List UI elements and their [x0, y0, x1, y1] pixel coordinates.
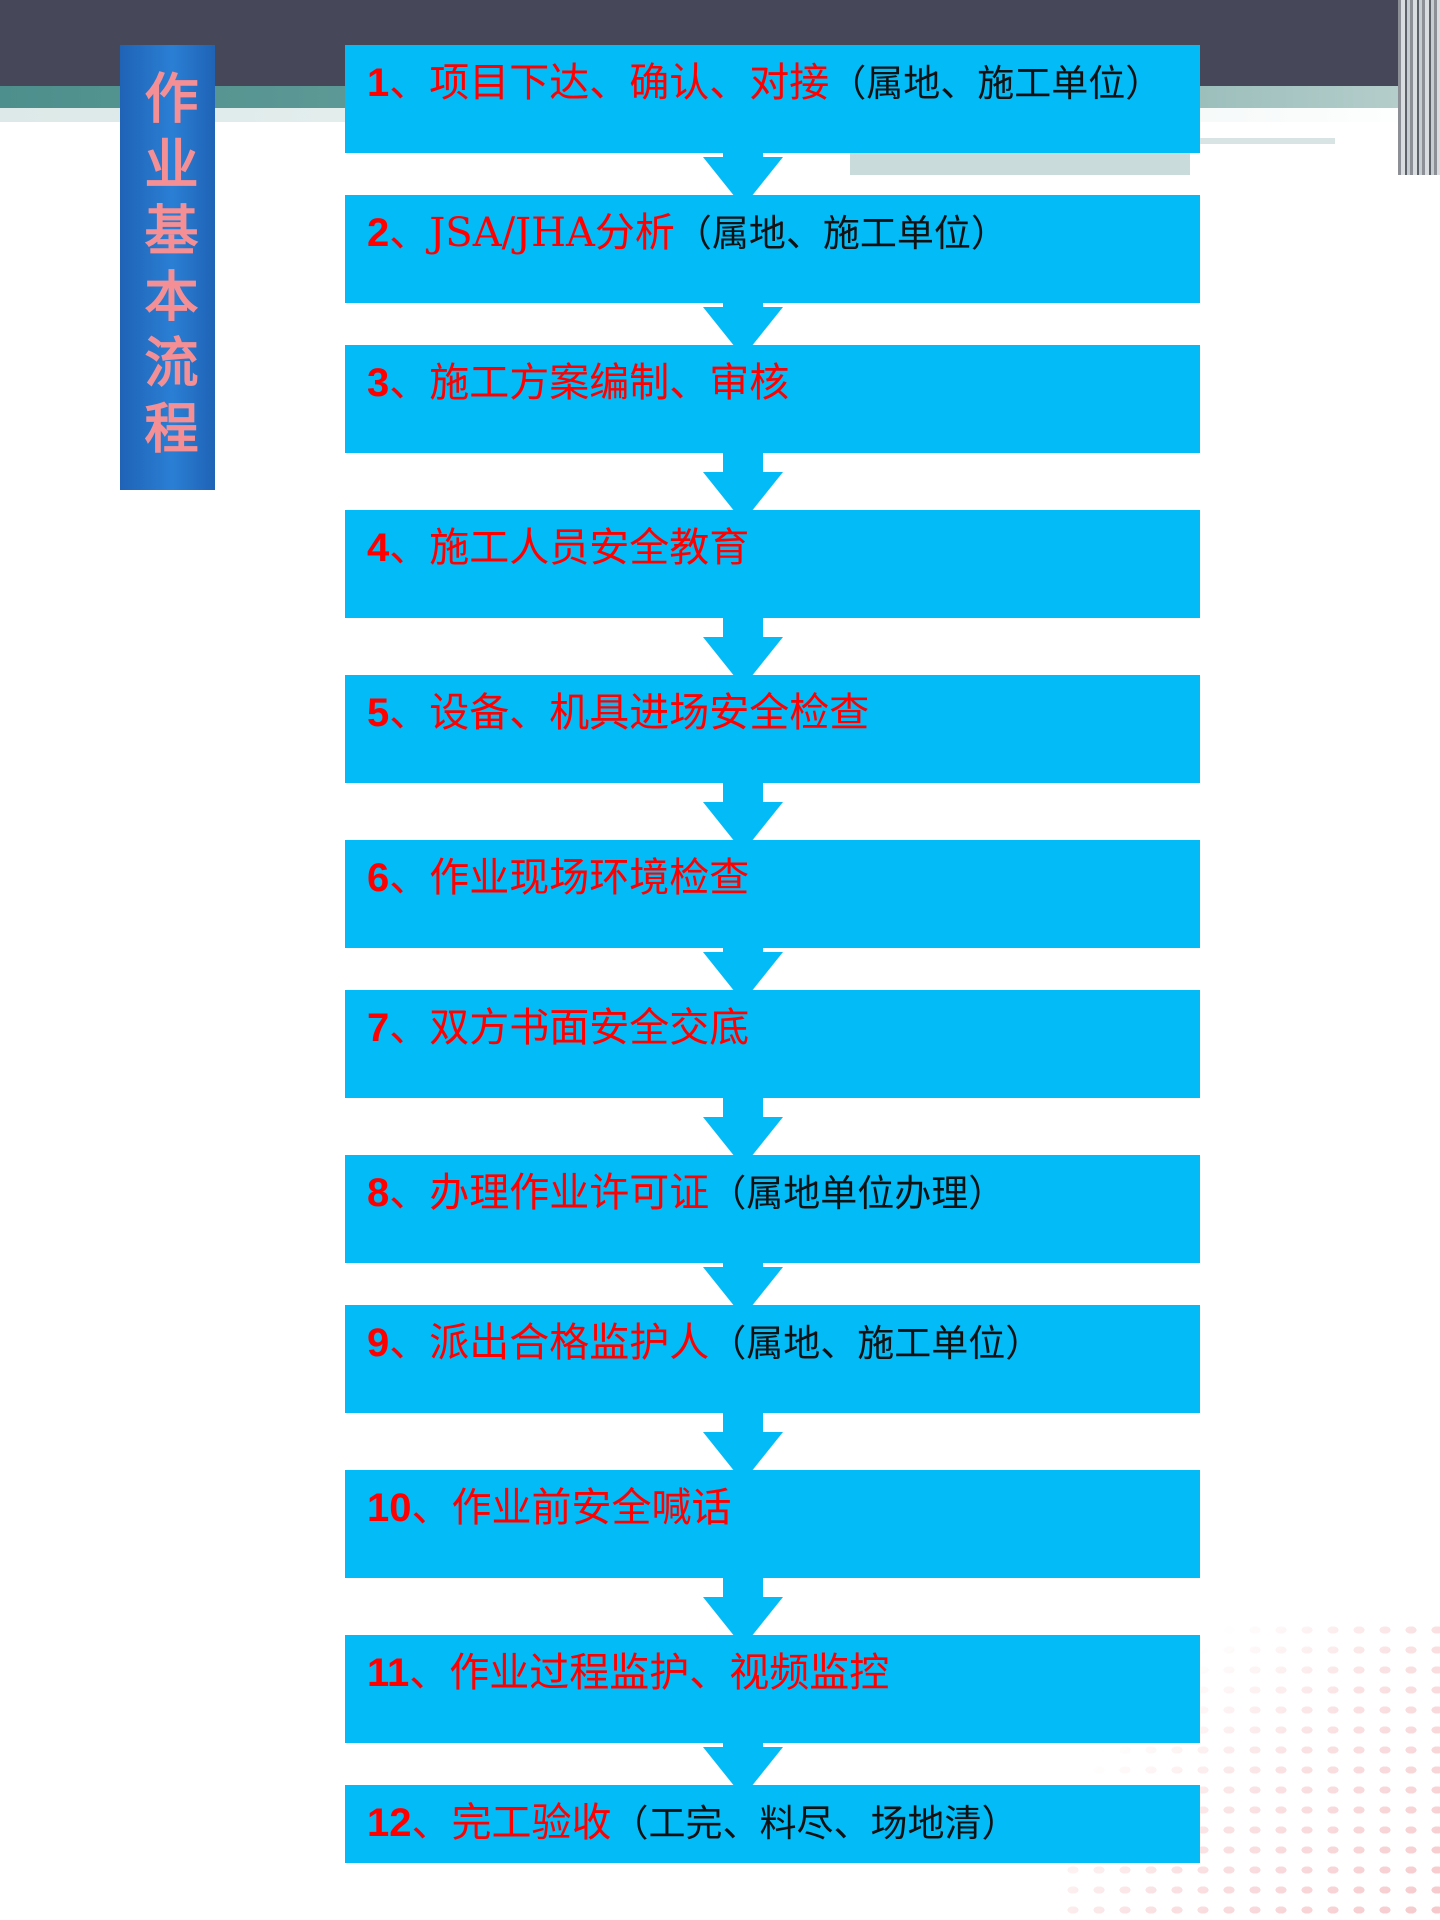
flow-step-text: 12、完工验收（工完、料尽、场地清）: [367, 1797, 1180, 1850]
step-label: 派出合格监护人: [429, 1320, 710, 1366]
step-label: 施工人员安全教育: [429, 525, 750, 571]
down-arrow-icon: [702, 946, 783, 1002]
step-note: （工完、料尽、场地清）: [611, 1802, 1019, 1845]
step-note: （属地、施工单位）: [709, 1322, 1043, 1365]
step-separator: 、: [389, 690, 430, 736]
down-arrow-icon: [702, 1576, 783, 1647]
step-number: 2: [367, 211, 390, 255]
flow-step-text: 6、作业现场环境检查: [367, 852, 1180, 904]
down-arrow-icon: [702, 1741, 783, 1797]
step-label: 施工方案编制、审核: [429, 360, 790, 406]
step-separator: 、: [411, 1800, 452, 1846]
down-arrow-icon: [702, 1096, 783, 1167]
down-arrow-icon: [702, 451, 783, 522]
flow-step-text: 5、设备、机具进场安全检查: [367, 687, 1180, 739]
step-note: （属地、施工单位）: [674, 212, 1008, 255]
step-label: 作业过程监护、视频监控: [449, 1650, 890, 1696]
flow-step-text: 1、项目下达、确认、对接（属地、施工单位）: [367, 57, 1180, 110]
step-number: 4: [367, 526, 390, 570]
flow-step-text: 9、派出合格监护人（属地、施工单位）: [367, 1317, 1180, 1370]
down-arrow-icon: [702, 1261, 783, 1317]
step-number: 3: [367, 361, 390, 405]
flow-step-2: 2、JSA/JHA分析（属地、施工单位）: [345, 195, 1200, 303]
title-box: 作业基本流程: [120, 45, 215, 490]
flow-step-11: 11、作业过程监护、视频监控: [345, 1635, 1200, 1743]
step-number: 9: [367, 1321, 390, 1365]
flow-step-text: 3、施工方案编制、审核: [367, 357, 1180, 409]
flow-step-text: 4、施工人员安全教育: [367, 522, 1180, 574]
step-label: 作业前安全喊话: [451, 1485, 732, 1531]
step-label: 办理作业许可证: [429, 1170, 710, 1216]
down-arrow-icon: [702, 616, 783, 687]
step-separator: 、: [389, 1005, 430, 1051]
step-number: 7: [367, 1006, 390, 1050]
down-arrow-icon: [702, 781, 783, 852]
page-title: 作业基本流程: [135, 69, 199, 466]
step-label: 项目下达、确认、对接: [429, 60, 830, 106]
flow-step-text: 11、作业过程监护、视频监控: [367, 1647, 1180, 1699]
flow-step-text: 8、办理作业许可证（属地单位办理）: [367, 1167, 1180, 1220]
step-number: 11: [367, 1651, 410, 1695]
step-label: 设备、机具进场安全检查: [429, 690, 870, 736]
step-note: （属地、施工单位）: [829, 62, 1163, 105]
flow-step-1: 1、项目下达、确认、对接（属地、施工单位）: [345, 45, 1200, 153]
step-note: （属地单位办理）: [709, 1172, 1006, 1215]
down-arrow-icon: [702, 301, 783, 357]
step-separator: 、: [409, 1650, 450, 1696]
step-separator: 、: [389, 1320, 430, 1366]
step-number: 6: [367, 856, 390, 900]
step-separator: 、: [389, 60, 430, 106]
step-number: 12: [367, 1801, 412, 1845]
step-label: 完工验收: [451, 1800, 612, 1846]
flow-step-3: 3、施工方案编制、审核: [345, 345, 1200, 453]
flow-step-text: 10、作业前安全喊话: [367, 1482, 1180, 1534]
down-arrow-icon: [702, 1411, 783, 1482]
flow-step-5: 5、设备、机具进场安全检查: [345, 675, 1200, 783]
header-accent-line: [1165, 138, 1335, 144]
flow-step-8: 8、办理作业许可证（属地单位办理）: [345, 1155, 1200, 1263]
down-arrow-icon: [702, 151, 783, 207]
step-number: 8: [367, 1171, 390, 1215]
flow-step-text: 2、JSA/JHA分析（属地、施工单位）: [367, 207, 1180, 260]
step-label: 双方书面安全交底: [429, 1005, 750, 1051]
flow-step-text: 7、双方书面安全交底: [367, 1002, 1180, 1054]
step-separator: 、: [389, 360, 430, 406]
step-label: JSA/JHA分析: [429, 210, 675, 256]
step-number: 10: [367, 1486, 412, 1530]
flow-step-7: 7、双方书面安全交底: [345, 990, 1200, 1098]
step-separator: 、: [389, 1170, 430, 1216]
step-separator: 、: [389, 855, 430, 901]
step-label: 作业现场环境检查: [429, 855, 750, 901]
header-stripes: [1398, 0, 1440, 175]
flow-step-4: 4、施工人员安全教育: [345, 510, 1200, 618]
flow-step-6: 6、作业现场环境检查: [345, 840, 1200, 948]
step-separator: 、: [411, 1485, 452, 1531]
step-separator: 、: [389, 210, 430, 256]
flow-step-9: 9、派出合格监护人（属地、施工单位）: [345, 1305, 1200, 1413]
step-number: 5: [367, 691, 390, 735]
step-separator: 、: [389, 525, 430, 571]
flow-step-10: 10、作业前安全喊话: [345, 1470, 1200, 1578]
header-accent-bar: [850, 153, 1190, 175]
step-number: 1: [367, 61, 390, 105]
flow-step-12: 12、完工验收（工完、料尽、场地清）: [345, 1785, 1200, 1863]
